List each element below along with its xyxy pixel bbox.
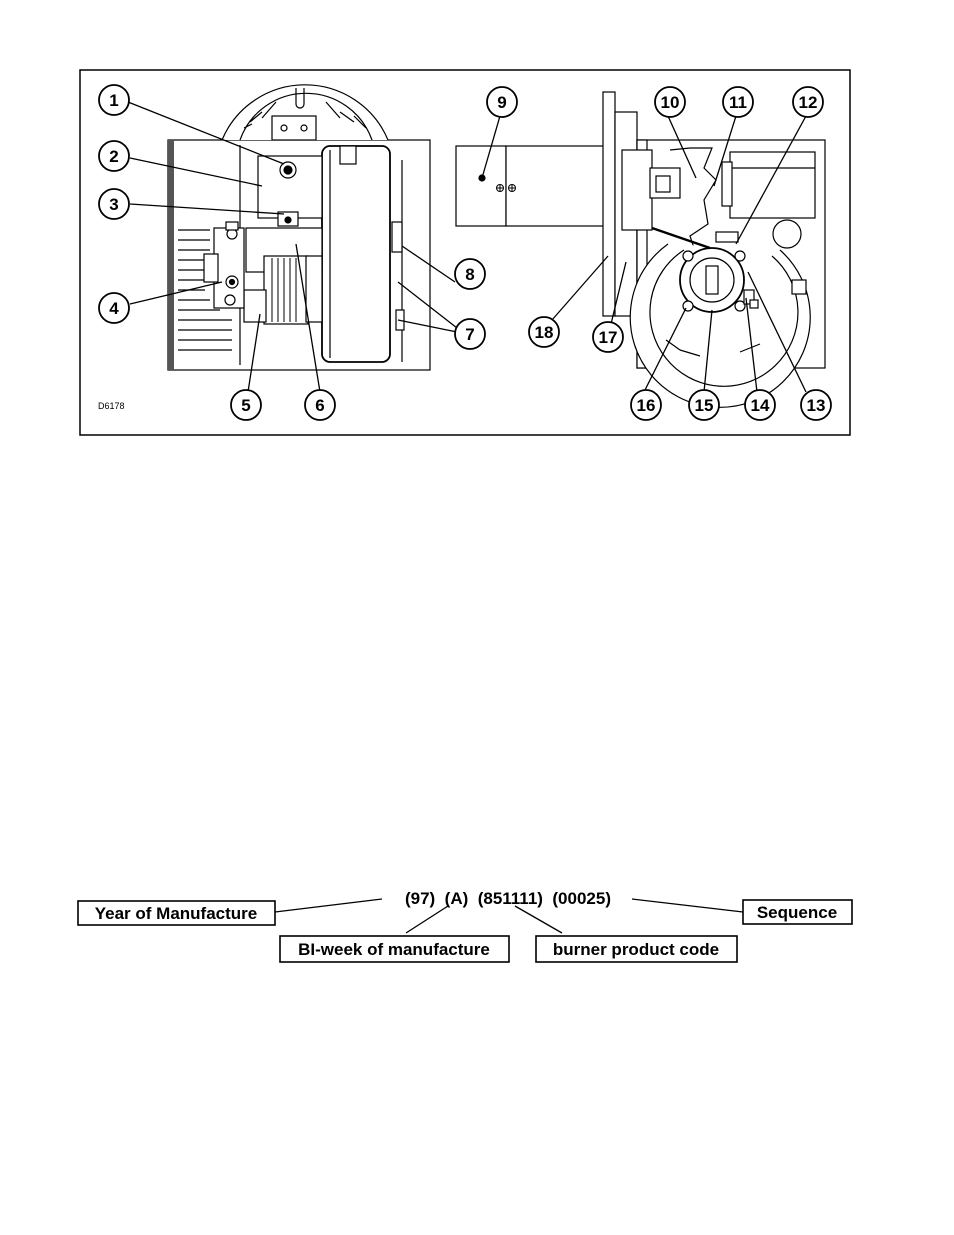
svg-text:burner product code: burner product code bbox=[553, 940, 719, 959]
svg-text:2: 2 bbox=[109, 147, 118, 166]
svg-text:14: 14 bbox=[751, 396, 770, 415]
svg-text:Sequence: Sequence bbox=[757, 903, 837, 922]
serial-code-text: (97) (A) (851111) (00025) bbox=[405, 889, 611, 908]
svg-text:18: 18 bbox=[535, 323, 554, 342]
figure-code: D6178 bbox=[98, 401, 125, 411]
callout-2: 2 bbox=[99, 141, 129, 171]
serial-number-breakdown: (97) (A) (851111) (00025) Year of Manufa… bbox=[0, 880, 954, 970]
year-label-box: Year of Manufacture bbox=[78, 901, 275, 925]
callout-15: 15 bbox=[689, 390, 719, 420]
callout-9: 9 bbox=[487, 87, 517, 117]
svg-text:16: 16 bbox=[637, 396, 656, 415]
sequence-label-box: Sequence bbox=[743, 900, 852, 924]
callout-11: 11 bbox=[723, 87, 753, 117]
callout-3: 3 bbox=[99, 189, 129, 219]
callout-8: 8 bbox=[455, 259, 485, 289]
svg-text:1: 1 bbox=[109, 91, 118, 110]
biweek-label-box: BI-week of manufacture bbox=[280, 936, 509, 962]
svg-text:4: 4 bbox=[109, 299, 119, 318]
svg-text:12: 12 bbox=[799, 93, 818, 112]
svg-text:BI-week of manufacture: BI-week of manufacture bbox=[298, 940, 490, 959]
svg-text:9: 9 bbox=[497, 93, 506, 112]
svg-text:13: 13 bbox=[807, 396, 826, 415]
callout-6: 6 bbox=[305, 390, 335, 420]
callout-4: 4 bbox=[99, 293, 129, 323]
callout-13: 13 bbox=[801, 390, 831, 420]
svg-text:5: 5 bbox=[241, 396, 250, 415]
product-code-label-box: burner product code bbox=[536, 936, 737, 962]
svg-text:11: 11 bbox=[729, 93, 747, 112]
svg-text:3: 3 bbox=[109, 195, 118, 214]
callout-5: 5 bbox=[231, 390, 261, 420]
svg-text:8: 8 bbox=[465, 265, 474, 284]
callout-18: 18 bbox=[529, 317, 559, 347]
svg-text:7: 7 bbox=[465, 325, 474, 344]
callout-1: 1 bbox=[99, 85, 129, 115]
burner-diagram: 1 2 3 4 5 6 7 8 9 10 11 12 bbox=[0, 0, 954, 880]
svg-text:17: 17 bbox=[599, 328, 618, 347]
svg-text:10: 10 bbox=[661, 93, 680, 112]
callout-10: 10 bbox=[655, 87, 685, 117]
callout-7: 7 bbox=[455, 319, 485, 349]
svg-text:Year of Manufacture: Year of Manufacture bbox=[95, 904, 258, 923]
callout-12: 12 bbox=[793, 87, 823, 117]
svg-text:6: 6 bbox=[315, 396, 324, 415]
callout-17: 17 bbox=[593, 322, 623, 352]
callout-16: 16 bbox=[631, 390, 661, 420]
svg-text:15: 15 bbox=[695, 396, 714, 415]
callout-14: 14 bbox=[745, 390, 775, 420]
